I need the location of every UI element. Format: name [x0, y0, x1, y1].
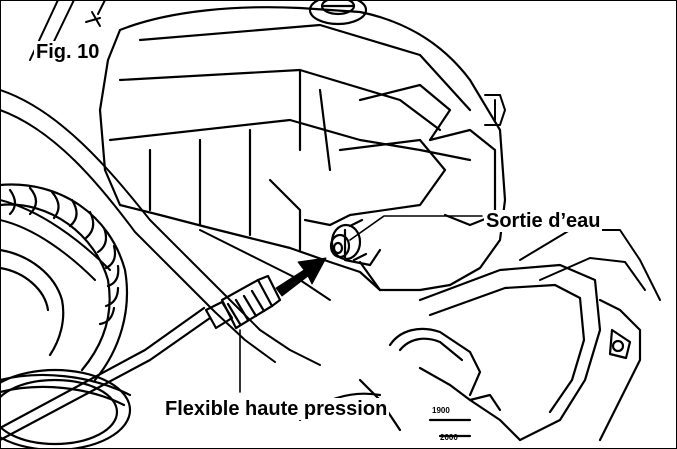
water-outlet-label: Sortie d’eau — [484, 210, 603, 232]
frame-rails — [0, 89, 661, 366]
dial-mark-2000: 2000 — [440, 433, 458, 442]
direction-arrow — [275, 257, 327, 297]
wheel — [0, 183, 129, 382]
dial-text: 1900 2000 — [432, 406, 458, 442]
water-outlet-fitting — [329, 218, 368, 262]
side-knob — [484, 94, 506, 126]
high-pressure-hose-label: Flexible haute pression — [163, 398, 390, 420]
figure-number: Fig. 10 — [34, 41, 102, 63]
motor-housing — [98, 6, 507, 292]
dial-mark-1900: 1900 — [432, 406, 450, 415]
high-pressure-hose — [0, 274, 282, 442]
fuel-cap — [308, 0, 368, 26]
hose-coil — [0, 368, 132, 449]
outlet-leader-line — [349, 215, 483, 241]
